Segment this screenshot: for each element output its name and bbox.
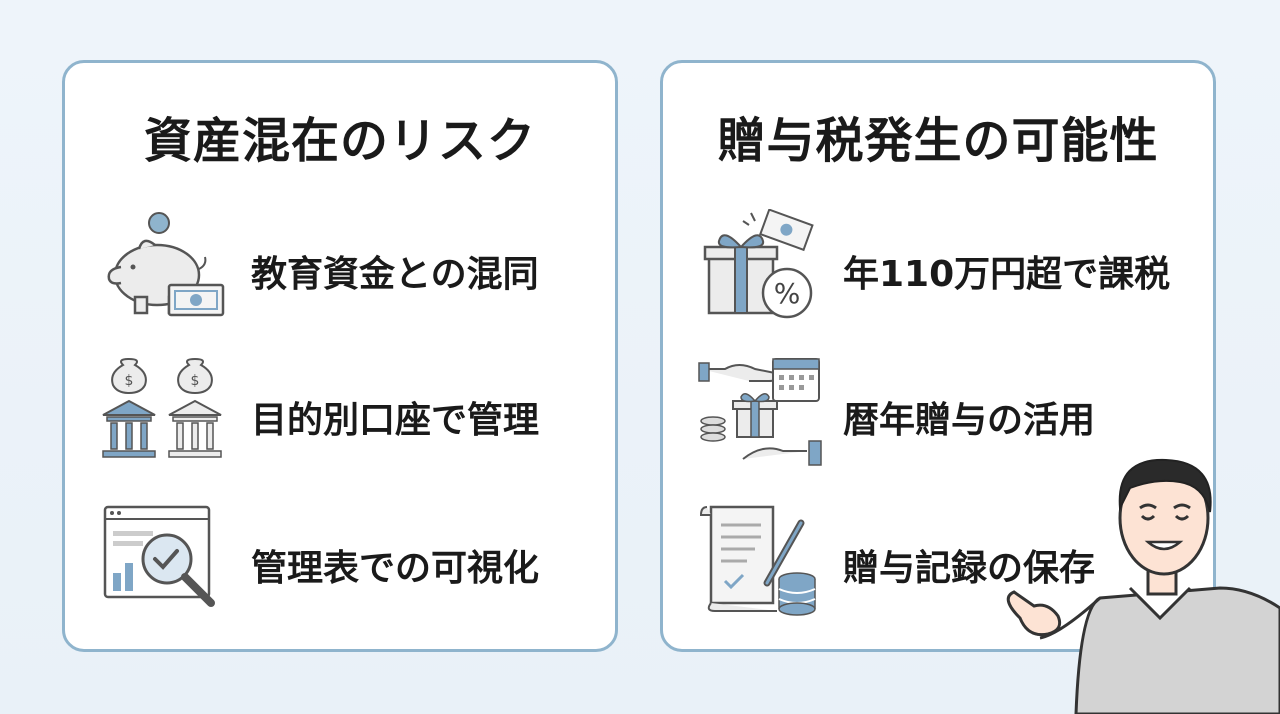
list-item: % 年110万円超で課税 xyxy=(663,209,1213,329)
gift-tax-icon: % xyxy=(697,209,827,329)
right-panel: 贈与税発生の可能性 % 年110万円超で課税 xyxy=(660,60,1216,652)
list-item: 教育資金との混同 xyxy=(65,209,615,329)
document-record-icon xyxy=(697,503,827,623)
bank-accounts-icon: $ $ xyxy=(99,355,229,475)
list-item: 管理表での可視化 xyxy=(65,503,615,623)
item-label: 目的別口座で管理 xyxy=(251,400,540,441)
item-label: 年110万円超で課税 xyxy=(843,254,1171,295)
left-panel-title: 資産混在のリスク xyxy=(143,113,536,169)
right-panel-title: 贈与税発生の可能性 xyxy=(717,113,1159,169)
item-label: 管理表での可視化 xyxy=(251,548,540,589)
svg-text:%: % xyxy=(774,277,801,310)
svg-text:$: $ xyxy=(191,373,200,389)
item-label: 暦年贈与の活用 xyxy=(843,400,1096,441)
list-item: $ $ 目的別口座で管理 xyxy=(65,355,615,475)
svg-text:$: $ xyxy=(125,373,134,389)
magnifier-chart-icon xyxy=(99,503,229,623)
item-label: 教育資金との混同 xyxy=(251,254,539,295)
item-label: 贈与記録の保存 xyxy=(843,548,1096,589)
left-panel: 資産混在のリスク 教育資金との混同 $ xyxy=(62,60,618,652)
presenter-illustration xyxy=(980,448,1280,714)
list-item: 暦年贈与の活用 xyxy=(663,355,1213,475)
piggy-bank-icon xyxy=(99,209,229,329)
calendar-gift-icon xyxy=(697,355,827,475)
list-item: 贈与記録の保存 xyxy=(663,503,1213,623)
